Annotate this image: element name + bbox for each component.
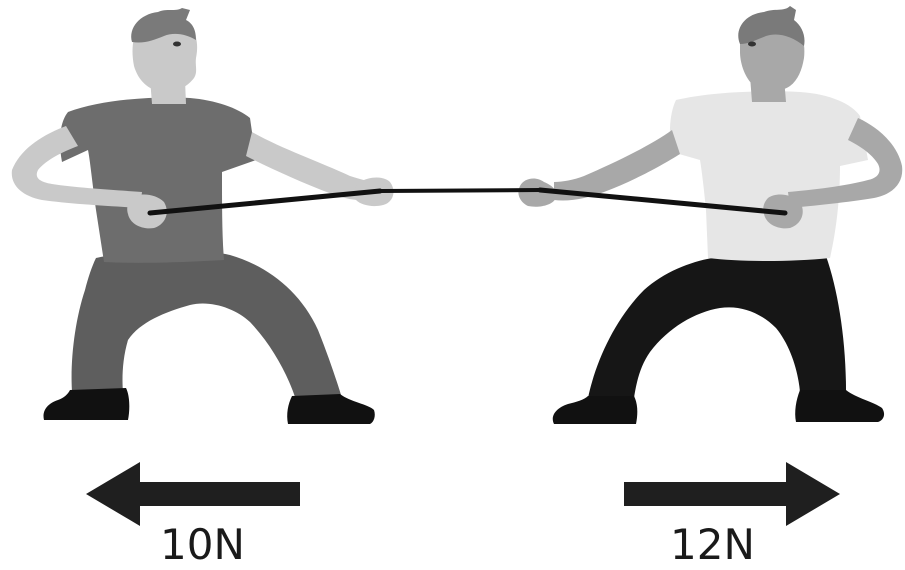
rope-middle-segment xyxy=(378,188,542,193)
right-person-right-shoe xyxy=(795,390,885,422)
left-person-hair xyxy=(131,8,196,43)
right-arrow-shape xyxy=(624,462,840,526)
right-person-front-arm xyxy=(554,130,680,201)
left-person xyxy=(11,8,394,424)
rope-left-segment xyxy=(147,188,383,216)
right-person xyxy=(518,6,903,424)
right-person-eye xyxy=(748,41,756,47)
right-person-hair xyxy=(738,6,805,46)
left-person-eye xyxy=(173,41,181,47)
right-person-back-arm xyxy=(788,118,903,208)
left-force-label: 10N xyxy=(160,520,245,569)
left-person-shirt xyxy=(60,97,256,263)
left-person-left-shoe xyxy=(43,388,130,420)
left-person-back-hand xyxy=(127,194,167,229)
left-person-front-arm xyxy=(246,132,380,201)
left-force-arrow xyxy=(86,462,300,526)
right-force-label: 12N xyxy=(670,520,755,569)
left-arrow-shape xyxy=(86,462,300,526)
left-person-back-arm xyxy=(11,126,142,208)
rope-right-segment xyxy=(537,187,788,216)
left-person-right-shoe xyxy=(287,394,375,424)
right-person-shirt xyxy=(669,91,868,261)
right-person-front-hand xyxy=(518,178,557,207)
right-person-left-shoe xyxy=(552,396,638,424)
left-person-pants xyxy=(71,251,342,400)
rope xyxy=(147,187,788,216)
right-force-arrow xyxy=(624,462,840,526)
right-person-pants xyxy=(588,252,846,398)
